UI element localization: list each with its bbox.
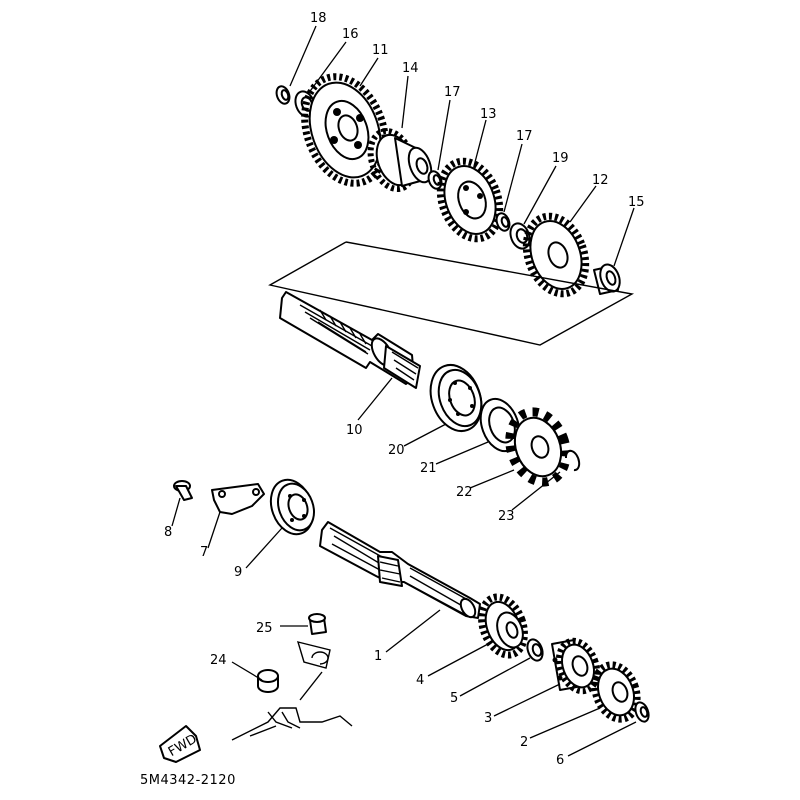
part-4-gear [478, 593, 528, 659]
label-12: 12 [592, 173, 609, 188]
label-10: 10 [346, 423, 363, 438]
part-10-main-axle [279, 291, 421, 389]
leader-lines [171, 25, 637, 757]
part-6-circlip [634, 701, 650, 723]
part-18-circlip [275, 85, 291, 105]
label-1: 1 [374, 649, 382, 664]
part-13-gear [436, 157, 504, 243]
label-19: 19 [552, 151, 569, 166]
label-3: 3 [484, 711, 492, 726]
upper-gear-assembly [275, 73, 621, 298]
label-16: 16 [342, 27, 359, 42]
label-23: 23 [498, 509, 515, 524]
part-15-bushing [593, 263, 621, 295]
label-6: 6 [556, 753, 564, 768]
drawing-code: 5M4342-2120 [140, 773, 236, 788]
label-5: 5 [450, 691, 458, 706]
part-19-washer [509, 222, 531, 250]
label-2: 2 [520, 735, 528, 750]
label-17-lower: 17 [516, 129, 533, 144]
part-14-gear [367, 127, 433, 193]
label-17-upper: 17 [444, 85, 461, 100]
part-20-bearing [429, 364, 483, 432]
part-number-labels: 18 16 11 14 17 13 17 19 12 15 10 20 21 2… [140, 11, 645, 788]
fwd-arrow-icon: FWD [159, 725, 201, 763]
crankcase-detail [231, 641, 353, 741]
part-22-sprocket [505, 407, 571, 487]
label-13: 13 [480, 107, 497, 122]
part-1-drive-axle [319, 521, 481, 619]
part-2-gear [591, 661, 641, 723]
label-14: 14 [402, 61, 419, 76]
label-15: 15 [628, 195, 645, 210]
part-17-circlip-lower [495, 212, 511, 232]
label-24: 24 [210, 653, 227, 668]
part-12-gear [522, 212, 590, 298]
part-11-gear [301, 73, 389, 187]
part-23-circlip [564, 449, 581, 472]
label-7: 7 [200, 545, 208, 560]
label-18: 18 [310, 11, 327, 26]
part-8-bolt [173, 480, 193, 501]
part-24-cap [257, 669, 279, 693]
part-5-circlip [526, 638, 544, 662]
label-4: 4 [416, 673, 424, 688]
label-21: 21 [420, 461, 437, 476]
part-9-bearing [269, 478, 315, 536]
label-9: 9 [234, 565, 242, 580]
label-22: 22 [456, 485, 473, 500]
part-3-gear [551, 637, 601, 695]
label-20: 20 [388, 443, 405, 458]
part-7-stopper-plate [211, 483, 265, 515]
label-25: 25 [256, 621, 273, 636]
label-11: 11 [372, 43, 389, 58]
part-25-plug [308, 613, 327, 635]
assembly-outline [268, 241, 635, 346]
label-8: 8 [164, 525, 172, 540]
